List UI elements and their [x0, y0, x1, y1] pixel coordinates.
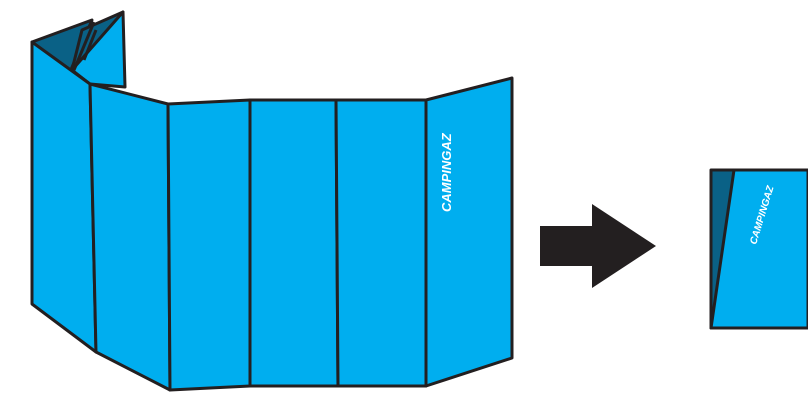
windscreen-panel-1	[30, 40, 98, 354]
campingaz-logo: CAMPINGAZ	[439, 132, 454, 212]
fold-crease-2	[82, 29, 98, 61]
folded-front-panel	[709, 168, 808, 330]
windscreen-panel-4	[248, 98, 340, 388]
fold-crease-1	[72, 21, 96, 71]
windscreen-panel-2	[88, 82, 172, 392]
right-arrow-icon	[540, 204, 656, 288]
unfolded-windscreen	[30, 10, 514, 392]
folded-windscreen	[709, 168, 808, 330]
windscreen-panel-3	[166, 98, 252, 392]
windscreen-panel-6	[424, 76, 514, 388]
windscreen-panel-5	[334, 98, 428, 388]
